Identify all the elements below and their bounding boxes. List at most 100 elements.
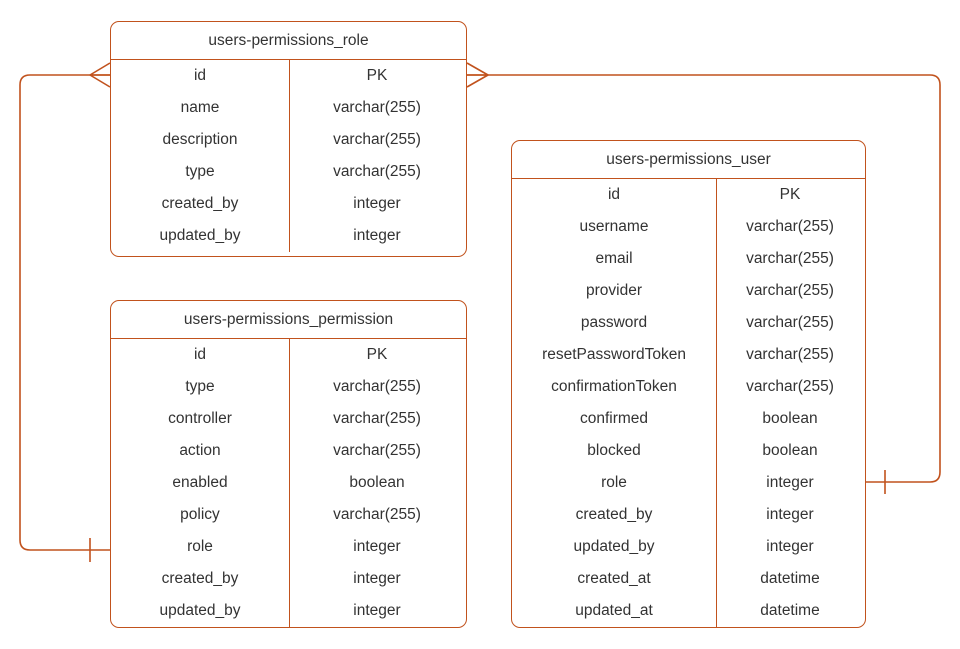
field-row[interactable]: role integer bbox=[512, 467, 865, 499]
field-type: varchar(255) bbox=[746, 314, 834, 331]
field-type: varchar(255) bbox=[333, 410, 421, 427]
field-type: varchar(255) bbox=[333, 506, 421, 523]
field-type: boolean bbox=[762, 410, 818, 427]
field-row[interactable]: type varchar(255) bbox=[111, 371, 466, 403]
field-name: description bbox=[162, 131, 238, 148]
field-type: integer bbox=[766, 474, 814, 491]
field-row[interactable]: policy varchar(255) bbox=[111, 499, 466, 531]
crows-foot-marker bbox=[89, 62, 111, 88]
field-type: integer bbox=[353, 227, 401, 244]
field-name: created_at bbox=[577, 570, 651, 587]
field-name: updated_at bbox=[575, 602, 653, 619]
field-type: integer bbox=[766, 506, 814, 523]
field-name: updated_by bbox=[159, 227, 241, 244]
field-name: name bbox=[180, 99, 220, 116]
field-row[interactable]: description varchar(255) bbox=[111, 124, 466, 156]
entity-field-list: id PK username varchar(255) email varchar(255… bbox=[512, 179, 865, 627]
field-name: updated_by bbox=[159, 602, 241, 619]
field-type: PK bbox=[366, 67, 388, 84]
field-type: varchar(255) bbox=[333, 99, 421, 116]
field-name: policy bbox=[180, 506, 220, 523]
field-name: id bbox=[193, 67, 207, 84]
field-row[interactable]: name varchar(255) bbox=[111, 92, 466, 124]
field-type: integer bbox=[353, 195, 401, 212]
crows-foot-marker bbox=[466, 62, 489, 88]
field-name: controller bbox=[168, 410, 232, 427]
column-divider bbox=[289, 60, 290, 252]
field-row[interactable]: created_by integer bbox=[512, 499, 865, 531]
field-row[interactable]: controller varchar(255) bbox=[111, 403, 466, 435]
field-type: varchar(255) bbox=[746, 378, 834, 395]
field-name: role bbox=[601, 474, 627, 491]
field-type: PK bbox=[779, 186, 801, 203]
field-row[interactable]: updated_by integer bbox=[111, 220, 466, 252]
field-type: integer bbox=[353, 538, 401, 555]
field-name: confirmed bbox=[579, 410, 649, 427]
relationship-role-to-permission bbox=[19, 62, 111, 562]
field-name: created_by bbox=[575, 506, 653, 523]
entity-title: users-permissions_user bbox=[512, 141, 865, 179]
field-row[interactable]: created_by integer bbox=[111, 188, 466, 220]
field-row[interactable]: updated_at datetime bbox=[512, 595, 865, 627]
entity-title: users-permissions_role bbox=[111, 22, 466, 60]
field-name: id bbox=[607, 186, 621, 203]
field-name: confirmationToken bbox=[551, 378, 677, 395]
field-type: varchar(255) bbox=[746, 250, 834, 267]
field-row[interactable]: updated_by integer bbox=[512, 531, 865, 563]
field-name: email bbox=[595, 250, 633, 267]
column-divider bbox=[289, 339, 290, 627]
field-type: boolean bbox=[349, 474, 405, 491]
field-row[interactable]: updated_by integer bbox=[111, 595, 466, 627]
field-row[interactable]: type varchar(255) bbox=[111, 156, 466, 188]
field-name: action bbox=[179, 442, 221, 459]
field-row[interactable]: confirmed boolean bbox=[512, 403, 865, 435]
field-row[interactable]: confirmationToken varchar(255) bbox=[512, 371, 865, 403]
field-name: provider bbox=[586, 282, 642, 299]
entity-title: users-permissions_permission bbox=[111, 301, 466, 339]
field-row[interactable]: created_by integer bbox=[111, 563, 466, 595]
field-type: integer bbox=[353, 602, 401, 619]
field-type: varchar(255) bbox=[333, 442, 421, 459]
field-name: username bbox=[579, 218, 649, 235]
field-type: varchar(255) bbox=[333, 163, 421, 180]
field-type: integer bbox=[353, 570, 401, 587]
field-name: password bbox=[580, 314, 648, 331]
field-row[interactable]: blocked boolean bbox=[512, 435, 865, 467]
field-row[interactable]: email varchar(255) bbox=[512, 243, 865, 275]
field-name: enabled bbox=[172, 474, 228, 491]
field-type: boolean bbox=[762, 442, 818, 459]
field-name: created_by bbox=[161, 195, 239, 212]
field-name: created_by bbox=[161, 570, 239, 587]
field-name: type bbox=[185, 163, 215, 180]
field-row[interactable]: action varchar(255) bbox=[111, 435, 466, 467]
field-row[interactable]: provider varchar(255) bbox=[512, 275, 865, 307]
field-row[interactable]: password varchar(255) bbox=[512, 307, 865, 339]
field-name: updated_by bbox=[573, 538, 655, 555]
column-divider bbox=[716, 179, 717, 627]
field-type: integer bbox=[766, 538, 814, 555]
field-type: datetime bbox=[760, 602, 820, 619]
field-name: blocked bbox=[587, 442, 641, 459]
field-type: varchar(255) bbox=[333, 131, 421, 148]
field-row[interactable]: username varchar(255) bbox=[512, 211, 865, 243]
field-row[interactable]: id PK bbox=[111, 60, 466, 92]
field-type: varchar(255) bbox=[333, 378, 421, 395]
entity-field-list: id PK name varchar(255) description varchar(2… bbox=[111, 60, 466, 252]
field-type: datetime bbox=[760, 570, 820, 587]
field-type: PK bbox=[366, 346, 388, 363]
field-name: resetPasswordToken bbox=[542, 346, 686, 363]
field-row[interactable]: created_at datetime bbox=[512, 563, 865, 595]
field-row[interactable]: enabled boolean bbox=[111, 467, 466, 499]
field-type: varchar(255) bbox=[746, 282, 834, 299]
field-type: varchar(255) bbox=[746, 218, 834, 235]
field-name: type bbox=[185, 378, 215, 395]
field-row[interactable]: id PK bbox=[512, 179, 865, 211]
